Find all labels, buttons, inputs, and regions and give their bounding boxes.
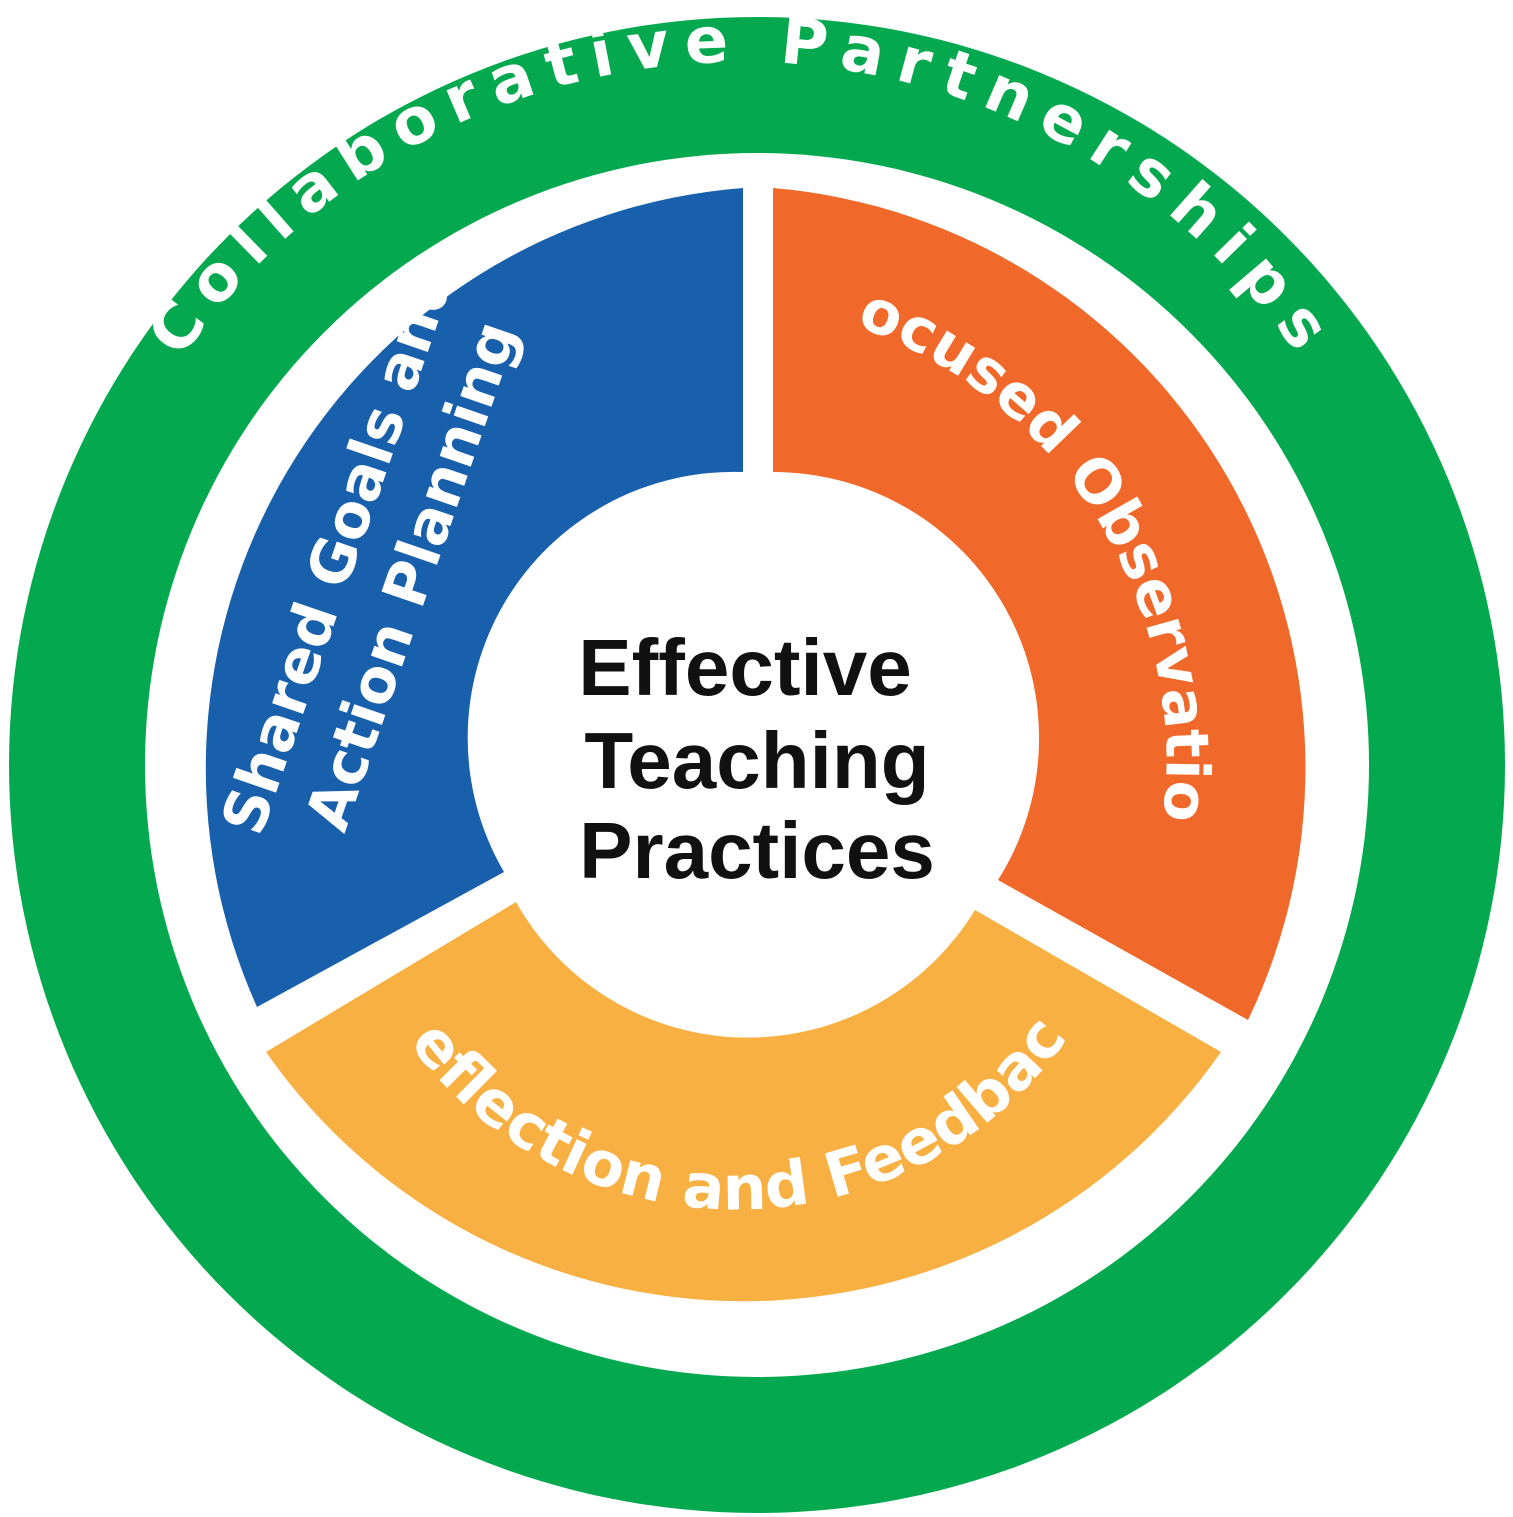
center-title-line-1: Effective [578,623,911,712]
center-title-line-3: Practices [579,806,935,895]
center-circle [487,473,1027,1013]
segment-focused-observation [773,188,1306,1020]
center-title-line-2: Teaching [584,716,929,805]
segment-shared-goals [205,188,743,1007]
center-title: Effective Teaching Practices [578,623,935,895]
segment-reflection-feedback [266,902,1221,1302]
